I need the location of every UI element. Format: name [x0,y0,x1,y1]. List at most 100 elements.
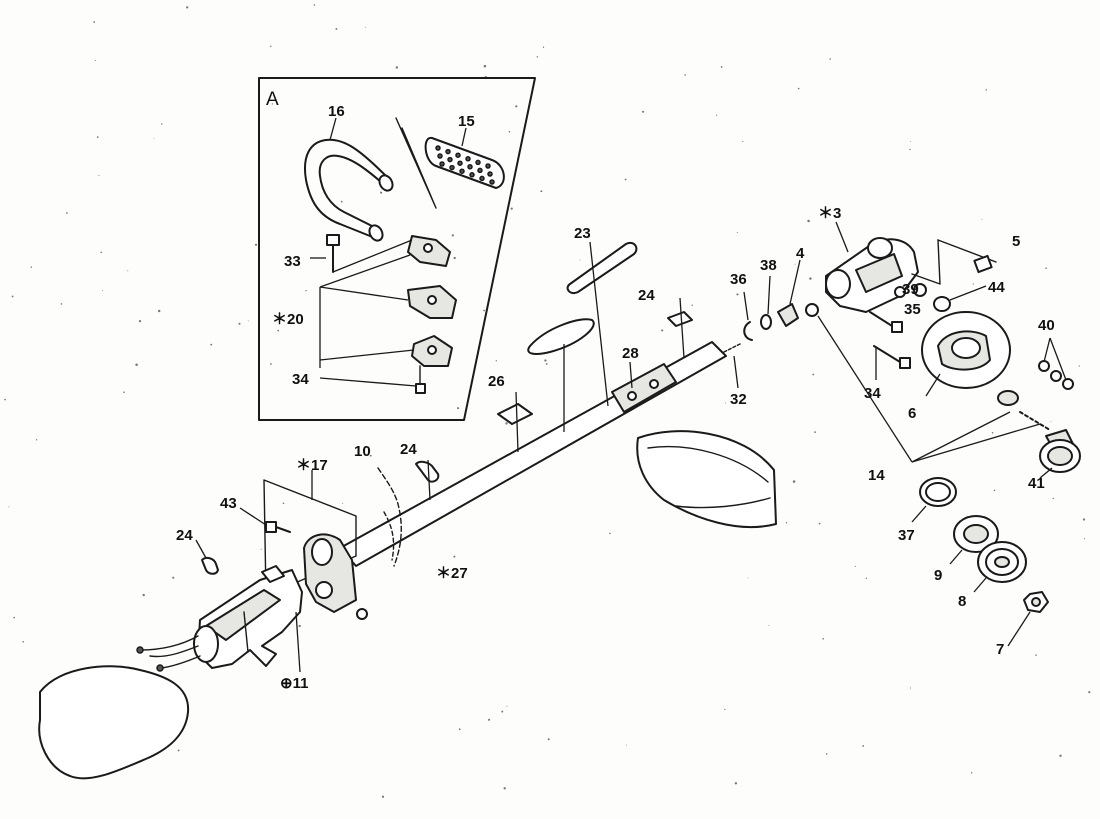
paper-speck [822,637,825,640]
paper-speck [501,710,504,713]
paper-speck [812,373,815,376]
callout-24-left: 24 [176,527,193,544]
paper-speck [970,772,973,774]
paper-speck [138,319,142,323]
nut-39-part [913,283,927,297]
paper-speck [814,431,816,433]
paper-speck [22,641,24,643]
paper-speck [313,4,316,6]
decal-24-right [667,311,693,327]
paper-speck [909,687,912,689]
paper-speck [342,503,344,505]
paper-speck [123,391,125,393]
paper-speck [100,251,102,254]
grip-texture-dot [469,172,475,178]
paper-speck [972,283,974,285]
decal-oval [527,318,595,355]
paper-speck [991,432,994,434]
handle-clamp-middle [407,285,457,319]
paper-speck [142,593,145,597]
paper-speck [862,745,865,747]
paper-speck [691,304,693,306]
paper-speck [809,277,812,280]
paper-speck [186,6,189,9]
paper-speck [282,502,285,505]
bearing-part [777,303,799,327]
paper-speck [210,343,213,346]
throttle-cable [377,467,402,567]
paper-speck [270,363,272,365]
washer-part [760,314,772,330]
bolt-34-part [873,345,911,369]
paper-speck [1078,365,1080,367]
paper-speck [742,141,744,143]
callout-27: ＊27 [436,565,468,582]
grip-texture-dot [467,164,473,170]
callout-15: 15 [458,113,475,130]
paper-speck [101,290,103,292]
paper-speck [1038,486,1040,489]
paper-speck [981,218,983,220]
paper-speck [506,705,508,707]
grip-texture-dot [489,179,495,185]
paper-speck [269,45,272,48]
callout-36: 36 [730,271,747,288]
paper-speck [642,110,645,113]
bolt-35-part [869,311,903,333]
paper-speck [13,616,16,619]
paper-speck [508,130,511,133]
paper-speck [457,407,460,410]
callout-33: 33 [284,253,301,270]
paper-speck [736,231,738,234]
callout-7: 7 [996,641,1004,658]
callout-40: 40 [1038,317,1055,334]
paper-speck [545,363,548,365]
callout-43: 43 [220,495,237,512]
callout-26: 26 [488,373,505,390]
paper-speck [544,359,547,362]
paper-speck [483,64,487,68]
grip-texture-dot [477,167,483,174]
paper-speck [547,738,550,741]
paper-speck [515,105,518,108]
paper-speck [247,320,249,322]
spacer-part [997,390,1019,406]
circlip-part [743,321,753,341]
paper-speck [724,708,726,711]
nut-44-part [933,296,951,312]
callout-24-right: 24 [638,287,655,304]
paper-speck [395,66,398,69]
nut-7-part [1023,591,1049,613]
paper-speck [30,266,33,268]
paper-speck [1052,497,1054,500]
callout-17: ＊17 [296,457,328,474]
inset-label: A [266,89,279,110]
paper-speck [98,174,100,177]
paper-speck [505,422,508,425]
decal-26 [497,403,533,425]
paper-speck [451,234,454,237]
paper-speck [495,360,497,362]
paper-speck [453,555,456,558]
paper-speck [172,576,175,579]
paper-speck [271,103,274,105]
callout-8: 8 [958,593,966,610]
cover-disc-part [921,311,1011,389]
shaft-clamp-part [303,533,368,620]
paper-speck [716,114,718,116]
paper-speck [238,322,241,325]
callout-39: 39 [902,281,919,298]
paper-speck [794,263,796,265]
callout-6: 6 [908,405,916,422]
bolt-part [326,234,340,273]
paper-speck [96,136,99,138]
paper-speck [1088,691,1091,694]
decal-23 [566,242,638,294]
paper-speck [305,290,307,292]
paper-speck [458,728,461,731]
paper-speck [624,178,627,181]
grip-part [395,117,505,209]
paper-speck [277,329,280,332]
paper-speck [94,59,96,61]
